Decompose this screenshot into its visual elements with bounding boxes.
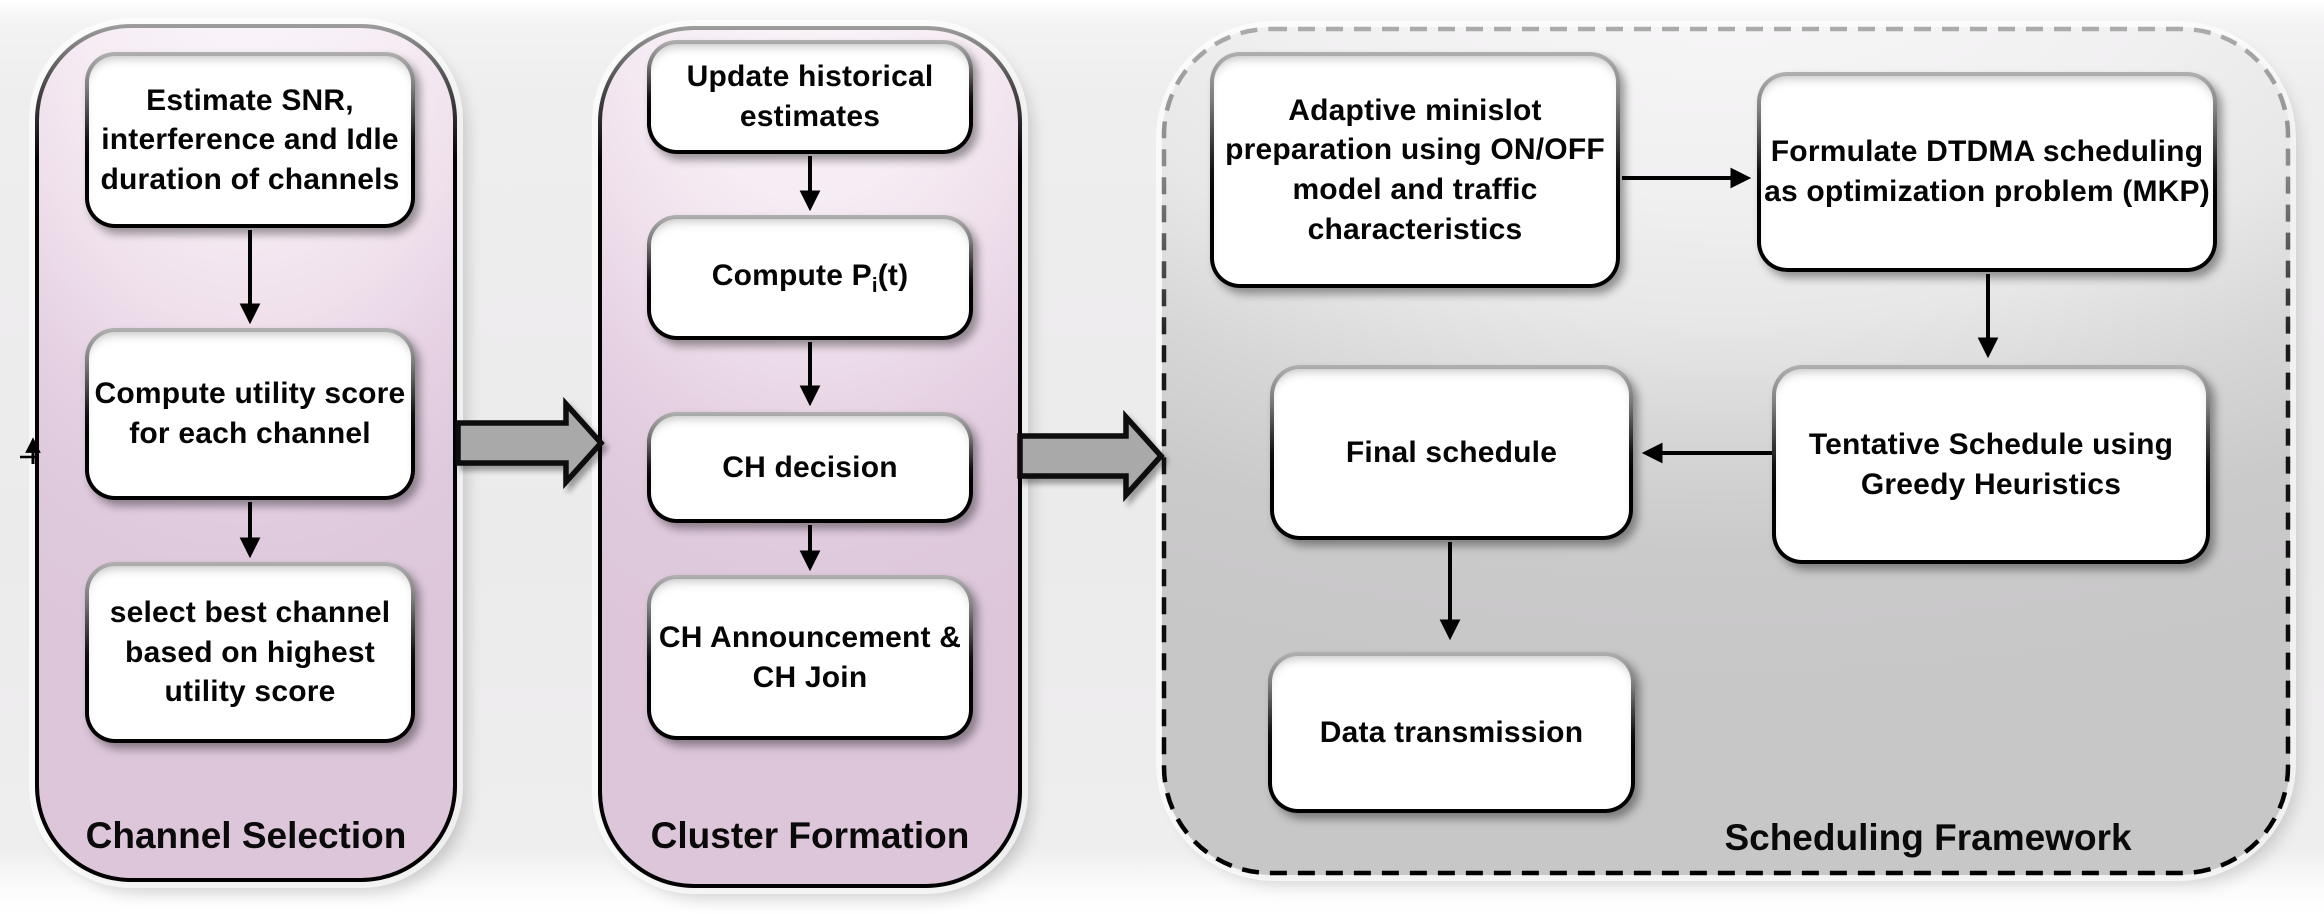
box-update-historical-estimates: Update historical estimates bbox=[647, 40, 973, 154]
box-ch-announcement-join-label: CH Announcement & CH Join bbox=[658, 620, 962, 694]
box-compute-pi-t: Compute Pi(t) bbox=[647, 215, 973, 340]
box-ch-decision-label: CH decision bbox=[722, 450, 898, 484]
block-arrow-cluster-to-scheduling bbox=[1017, 409, 1165, 503]
box-final-schedule-label: Final schedule bbox=[1345, 435, 1558, 469]
box-formulate-dtdma-label: Formulate DTDMA scheduling as optimizati… bbox=[1764, 135, 2210, 208]
box-final-schedule: Final schedule bbox=[1270, 365, 1633, 540]
box-compute-pi-t-label: Compute Pi(t) bbox=[711, 258, 909, 297]
box-tentative-schedule-label: Tentative Schedule using Greedy Heuristi… bbox=[1808, 427, 2174, 501]
box-select-best-channel: select best channel based on highest uti… bbox=[85, 562, 415, 743]
subscript-i: i bbox=[871, 274, 878, 297]
block-arrow-channel-to-cluster bbox=[455, 396, 605, 490]
box-data-transmission: Data transmission bbox=[1268, 652, 1635, 813]
panel-title-channel-selection: Channel Selection bbox=[85, 815, 407, 856]
box-formulate-dtdma: Formulate DTDMA scheduling as optimizati… bbox=[1757, 72, 2217, 272]
box-adaptive-minislot-label: Adaptive minislot preparation using ON/O… bbox=[1225, 93, 1605, 246]
box-select-best-channel-label: select best channel based on highest uti… bbox=[109, 596, 391, 709]
box-ch-decision: CH decision bbox=[647, 412, 973, 523]
box-estimate-snr-label: Estimate SNR, interference and Idle dura… bbox=[100, 83, 400, 196]
panel-title-cluster-formation: Cluster Formation bbox=[650, 815, 970, 856]
box-estimate-snr: Estimate SNR, interference and Idle dura… bbox=[85, 52, 415, 228]
box-data-transmission-label: Data transmission bbox=[1319, 715, 1584, 749]
box-ch-announcement-join: CH Announcement & CH Join bbox=[647, 575, 973, 740]
panel-title-scheduling-framework: Scheduling Framework bbox=[1724, 817, 2132, 858]
box-tentative-schedule: Tentative Schedule using Greedy Heuristi… bbox=[1772, 365, 2210, 564]
box-compute-utility-score: Compute utility score for each channel bbox=[85, 328, 415, 500]
box-compute-utility-score-label: Compute utility score for each channel bbox=[94, 377, 406, 450]
box-update-historical-estimates-label: Update historical estimates bbox=[686, 60, 934, 133]
box-adaptive-minislot: Adaptive minislot preparation using ON/O… bbox=[1210, 52, 1620, 288]
